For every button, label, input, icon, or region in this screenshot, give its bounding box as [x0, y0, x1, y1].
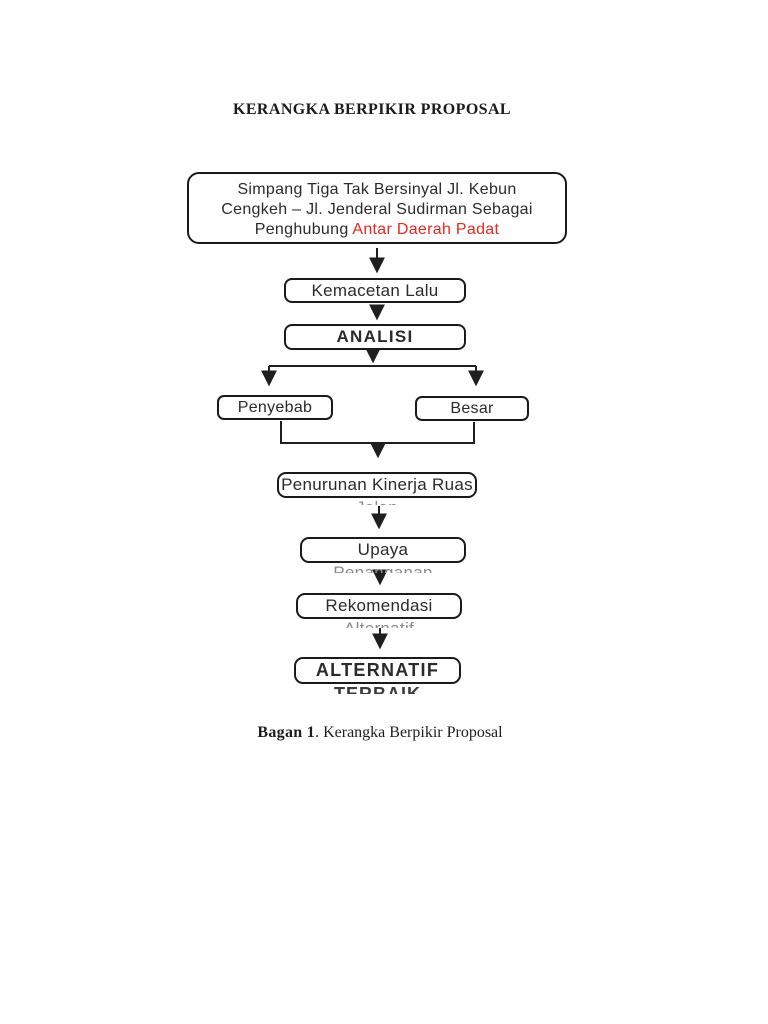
figure-caption: Bagan 1. Kerangka Berpikir Proposal — [0, 724, 760, 742]
node-upaya-clipped-line: Penanganan — [333, 563, 433, 573]
node-rekomendasi-clipped-line: Alternatif — [296, 619, 462, 628]
node-penurunan: Penurunan Kinerja Ruas — [277, 472, 477, 498]
node-alternatif-group: ALTERNATIF TERBAIK — [294, 657, 461, 694]
problem-line-3: Penghubung Antar Daerah Padat — [254, 221, 500, 238]
node-rekomendasi-label: Rekomendasi — [325, 596, 433, 615]
node-kemacetan: Kemacetan Lalu — [284, 278, 466, 303]
node-alternatif: ALTERNATIF — [294, 657, 461, 684]
figure-caption-text: . Kerangka Berpikir Proposal — [315, 724, 503, 741]
join-line — [280, 421, 475, 444]
highlighted-text: Antar Daerah Padat — [352, 221, 500, 238]
node-upaya: Upaya — [300, 537, 466, 563]
node-alternatif-label: ALTERNATIF — [315, 660, 440, 680]
node-rekomendasi-group: Rekomendasi Alternatif — [296, 593, 462, 628]
figure-caption-label: Bagan 1 — [257, 724, 316, 741]
node-besar-label: Besar — [450, 399, 494, 417]
node-penurunan-label: Penurunan Kinerja Ruas — [281, 475, 473, 494]
page-title: KERANGKA BERPIKIR PROPOSAL — [233, 101, 511, 118]
node-problem-statement: Simpang Tiga Tak Bersinyal Jl. Kebun Cen… — [187, 172, 567, 244]
node-besar: Besar — [415, 396, 529, 421]
node-analisi: ANALISI — [284, 324, 466, 350]
problem-line-1: Simpang Tiga Tak Bersinyal Jl. Kebun — [237, 181, 517, 198]
node-penyebab: Penyebab — [217, 395, 333, 420]
node-rekomendasi: Rekomendasi — [296, 593, 462, 619]
node-alternatif-clipped-line: TERBAIK — [334, 684, 421, 694]
node-penurunan-clipped-line: Jalan — [277, 498, 477, 505]
node-upaya-group: Upaya Penanganan — [300, 537, 466, 573]
node-kemacetan-label: Kemacetan Lalu — [311, 280, 439, 300]
node-penyebab-label: Penyebab — [237, 398, 313, 416]
node-analisi-label: ANALISI — [336, 327, 414, 346]
node-penurunan-group: Penurunan Kinerja Ruas Jalan — [277, 472, 477, 505]
node-upaya-label: Upaya — [357, 540, 409, 559]
problem-line-2: Cengkeh – Jl. Jenderal Sudirman Sebagai — [221, 201, 533, 218]
